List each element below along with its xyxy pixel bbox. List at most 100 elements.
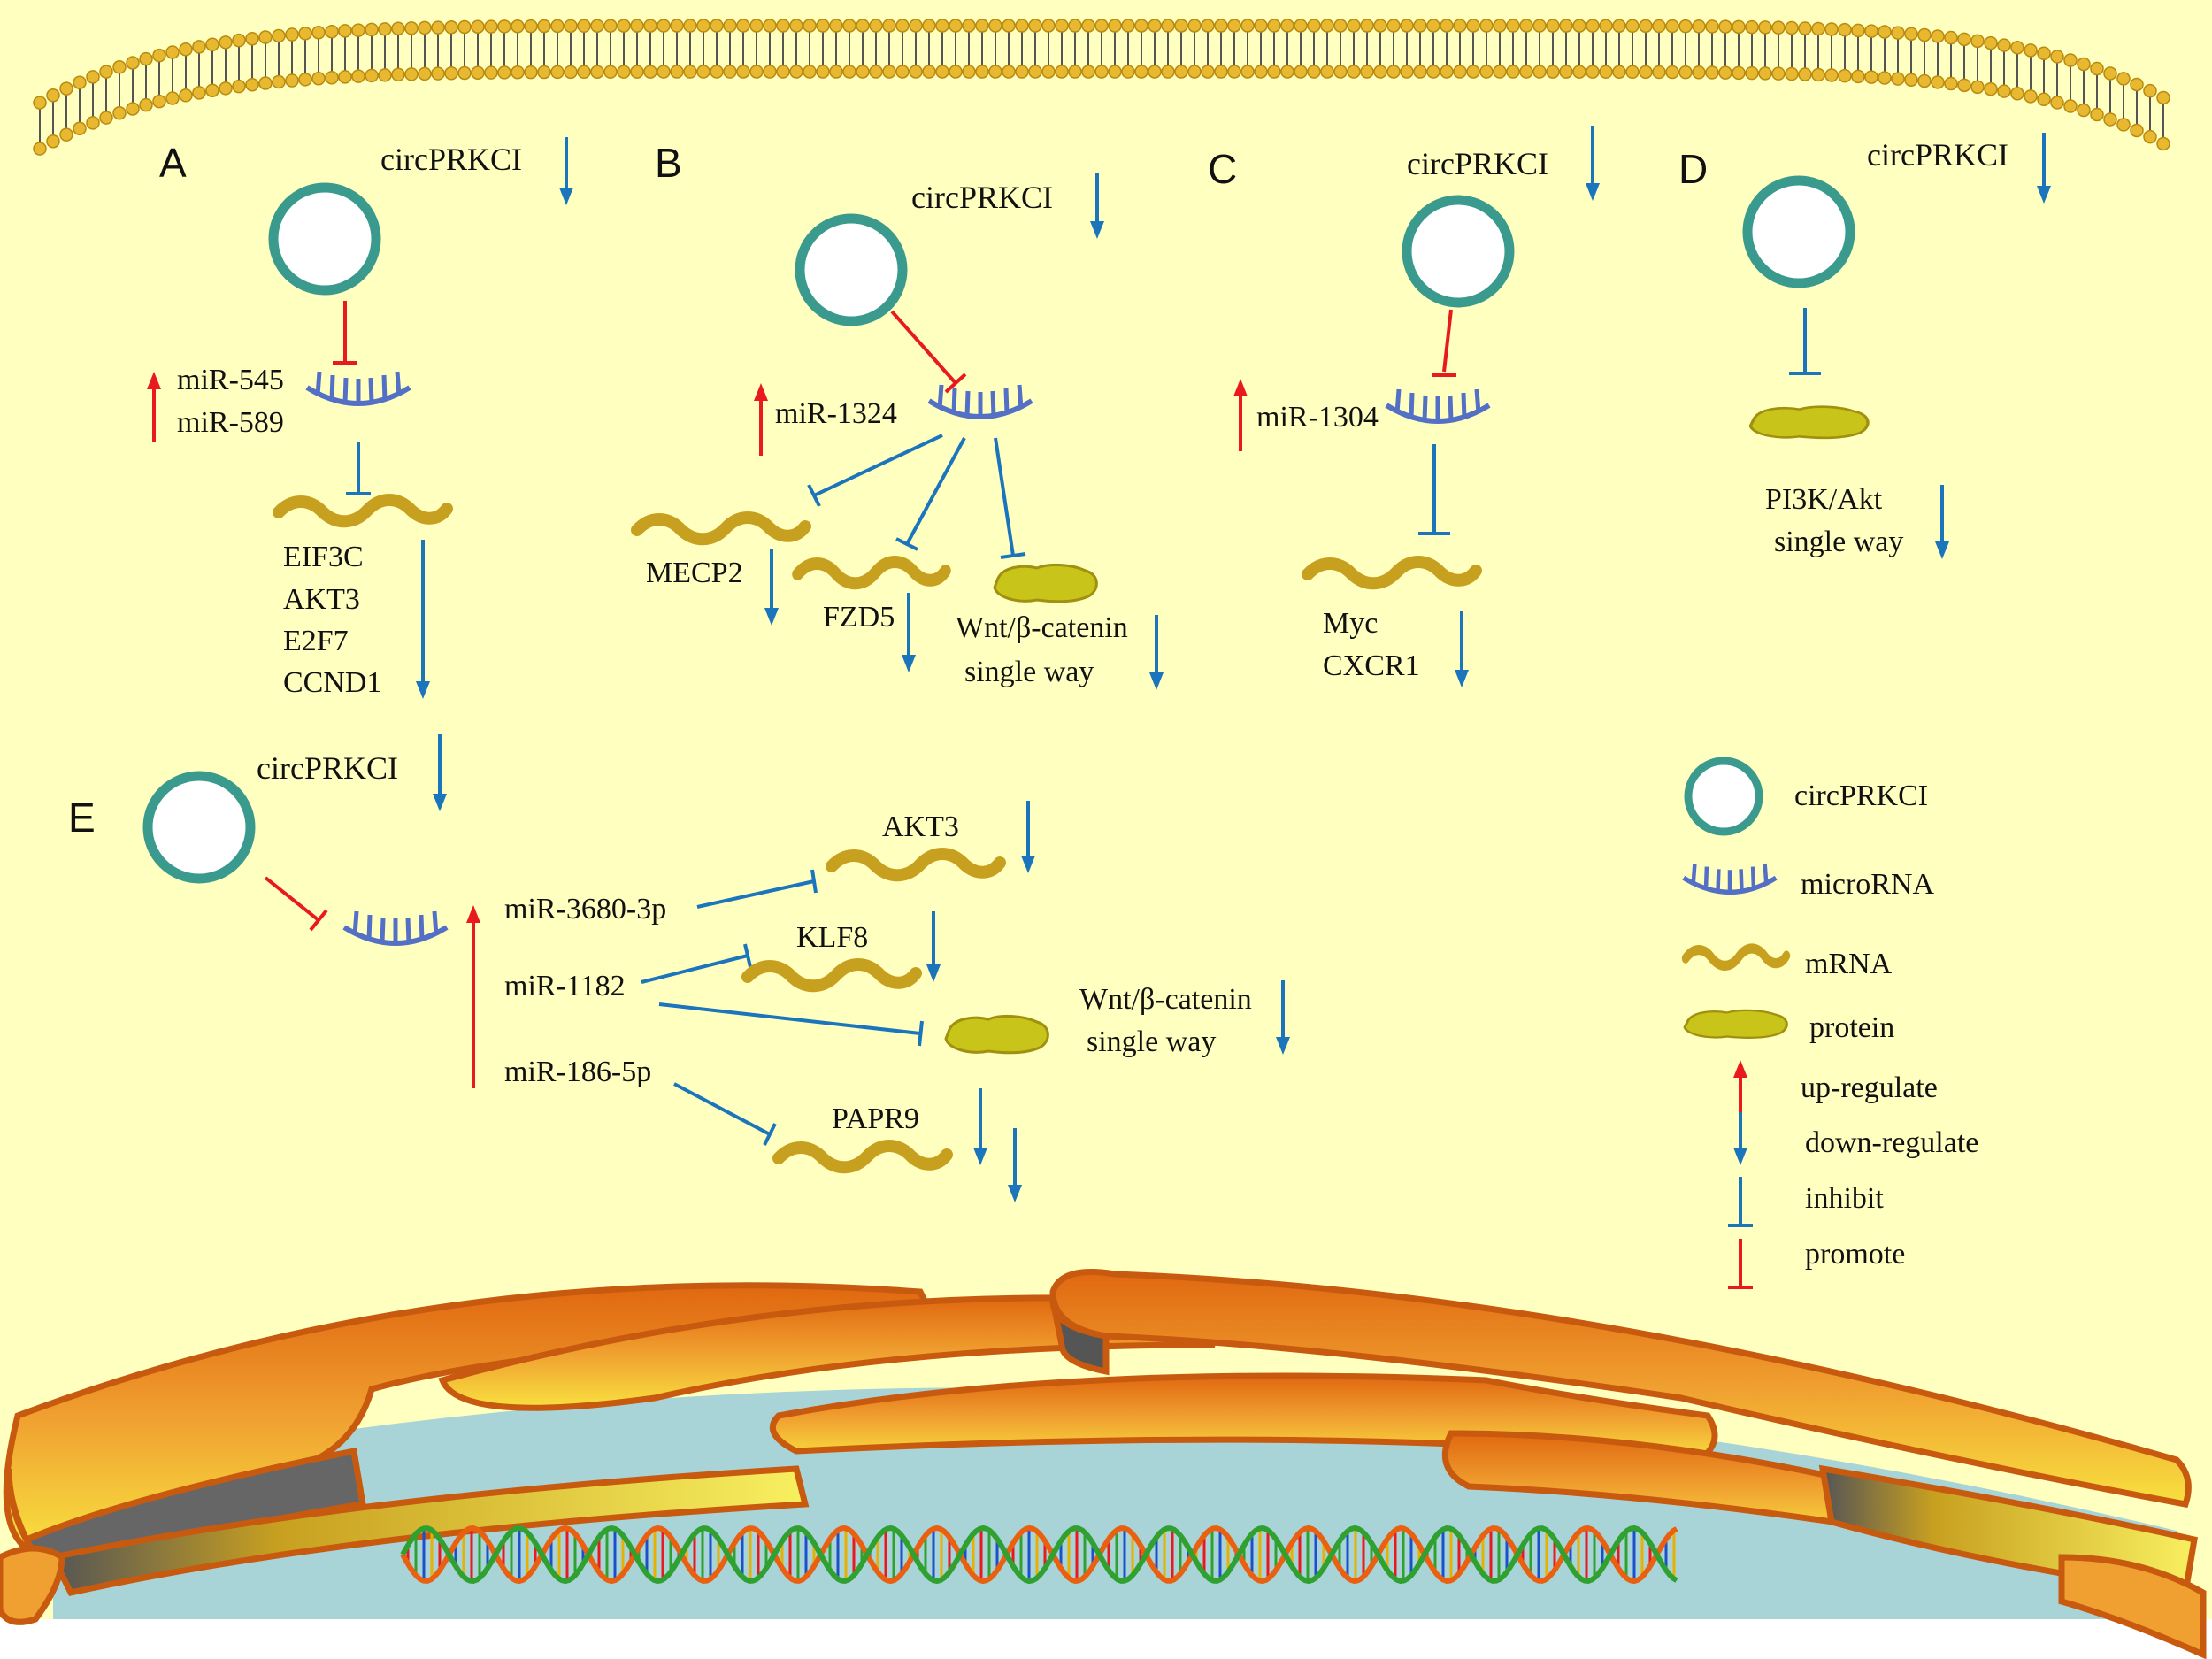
legend-down-arrow-icon bbox=[1733, 1112, 1747, 1165]
panel-d: D circPRKCI PI3K/Akt single way bbox=[1678, 133, 2051, 559]
legend-microrna-label: microRNA bbox=[1801, 868, 1935, 901]
pathway-label: single way bbox=[1087, 1025, 1216, 1058]
up-arrow-icon bbox=[1233, 379, 1248, 451]
mirna-label: miR-186-5p bbox=[504, 1056, 651, 1088]
inhibit-icon bbox=[641, 943, 752, 984]
down-arrow-icon bbox=[1455, 611, 1469, 687]
up-arrow-icon bbox=[754, 383, 768, 456]
circrna-icon bbox=[268, 182, 381, 296]
down-arrow-icon bbox=[433, 734, 447, 811]
mrna-label: CXCR1 bbox=[1323, 649, 1420, 682]
mrna-label: E2F7 bbox=[283, 625, 349, 657]
mirna-label: miR-589 bbox=[177, 406, 284, 439]
panel-label-d: D bbox=[1678, 146, 1708, 192]
pathway-label: Wnt/β-catenin bbox=[956, 611, 1128, 644]
panel-a: A circPRKCI miR-545 miR-589 EIF3C AKT3 E… bbox=[147, 137, 573, 699]
mrna-label: Myc bbox=[1323, 607, 1378, 640]
legend-promote-label: promote bbox=[1805, 1238, 1905, 1271]
promote-icon bbox=[890, 310, 967, 394]
circrna-icon bbox=[1402, 195, 1515, 308]
legend-inhibit-icon bbox=[1728, 1177, 1753, 1227]
mrna-label: AKT3 bbox=[882, 810, 959, 843]
down-arrow-icon bbox=[902, 593, 916, 672]
inhibit-icon bbox=[696, 869, 818, 909]
promote-icon bbox=[333, 301, 357, 365]
protein-icon bbox=[993, 563, 1098, 603]
circ-label-b: circPRKCI bbox=[911, 180, 1053, 215]
pathway-label: Wnt/β-catenin bbox=[1079, 983, 1252, 1016]
circ-label-d: circPRKCI bbox=[1867, 137, 2008, 173]
legend-mrna-label: mRNA bbox=[1805, 948, 1893, 980]
cell-membrane bbox=[33, 19, 2170, 156]
legend: circPRKCI microRNA mRNA protein up-regul… bbox=[1683, 757, 1978, 1289]
pathway-label: PI3K/Akt bbox=[1765, 483, 1883, 516]
panel-b: B circPRKCI miR-1324 MECP2 FZD5 Wnt/β-ca… bbox=[637, 140, 1164, 690]
legend-inhibit-label: inhibit bbox=[1805, 1182, 1884, 1215]
legend-down-label: down-regulate bbox=[1805, 1126, 1978, 1159]
panel-label-e: E bbox=[68, 795, 96, 841]
inhibit-icon bbox=[346, 442, 371, 495]
mirna-label: miR-1324 bbox=[775, 397, 897, 430]
down-arrow-icon bbox=[416, 540, 430, 699]
inhibit-icon bbox=[1789, 308, 1821, 375]
promote-icon bbox=[1432, 309, 1456, 377]
down-arrow-icon bbox=[1586, 126, 1600, 201]
mrna-label: PAPR9 bbox=[832, 1102, 919, 1135]
mrna-label: AKT3 bbox=[283, 583, 360, 616]
down-arrow-icon bbox=[926, 911, 941, 982]
inhibit-icon bbox=[895, 437, 966, 551]
mirna-label: miR-1304 bbox=[1256, 401, 1379, 434]
inhibit-icon bbox=[994, 437, 1026, 559]
dna-helix bbox=[400, 1525, 1678, 1585]
pathway-label: single way bbox=[964, 656, 1094, 688]
down-arrow-icon bbox=[1276, 980, 1290, 1055]
legend-circrna-icon bbox=[1684, 757, 1763, 836]
circrna-icon bbox=[795, 213, 908, 326]
promote-icon bbox=[264, 876, 328, 932]
legend-circrna-label: circPRKCI bbox=[1794, 780, 1928, 812]
mrna-label: MECP2 bbox=[646, 557, 743, 589]
legend-promote-icon bbox=[1728, 1239, 1753, 1289]
protein-icon bbox=[1748, 404, 1870, 440]
circ-label-a: circPRKCI bbox=[380, 142, 522, 177]
circ-label-e: circPRKCI bbox=[257, 750, 398, 786]
mirna-label: miR-545 bbox=[177, 364, 284, 396]
circ-label-c: circPRKCI bbox=[1407, 146, 1548, 181]
inhibit-icon bbox=[673, 1082, 777, 1146]
mrna-label: KLF8 bbox=[796, 921, 868, 954]
down-arrow-icon bbox=[973, 1088, 987, 1165]
panel-label-c: C bbox=[1208, 146, 1237, 192]
up-arrow-icon bbox=[466, 905, 480, 1088]
circrna-icon bbox=[1742, 175, 1855, 288]
mirna-label: miR-3680-3p bbox=[504, 893, 666, 926]
legend-protein-label: protein bbox=[1809, 1011, 1894, 1044]
inhibit-icon bbox=[1418, 444, 1450, 535]
down-arrow-icon bbox=[2037, 133, 2051, 204]
down-arrow-icon bbox=[559, 137, 573, 205]
inhibit-icon bbox=[807, 434, 943, 507]
legend-up-arrow-icon bbox=[1733, 1060, 1747, 1113]
pathway-label: single way bbox=[1774, 526, 1903, 558]
down-arrow-icon bbox=[1149, 615, 1164, 690]
inhibit-icon bbox=[658, 1002, 924, 1047]
legend-protein-icon bbox=[1683, 1009, 1788, 1040]
panel-e: E circPRKCI miR-3680-3p miR-1182 miR-186… bbox=[68, 734, 1290, 1202]
circrna-icon bbox=[142, 771, 256, 884]
down-arrow-icon bbox=[764, 549, 779, 626]
panel-label-a: A bbox=[159, 140, 187, 186]
mrna-label: EIF3C bbox=[283, 541, 364, 573]
legend-up-label: up-regulate bbox=[1801, 1071, 1938, 1104]
down-arrow-icon bbox=[1935, 485, 1949, 559]
down-arrow-icon bbox=[1090, 173, 1104, 239]
mrna-label: CCND1 bbox=[283, 666, 381, 699]
down-arrow-icon bbox=[1021, 801, 1035, 873]
up-arrow-icon bbox=[147, 372, 161, 442]
protein-icon bbox=[944, 1014, 1049, 1055]
mirna-label: miR-1182 bbox=[504, 970, 626, 1002]
panel-label-b: B bbox=[655, 140, 682, 186]
down-arrow-icon bbox=[1008, 1128, 1022, 1202]
panel-c: C circPRKCI miR-1304 Myc CXCR1 bbox=[1208, 126, 1600, 687]
mrna-label: FZD5 bbox=[823, 601, 895, 634]
